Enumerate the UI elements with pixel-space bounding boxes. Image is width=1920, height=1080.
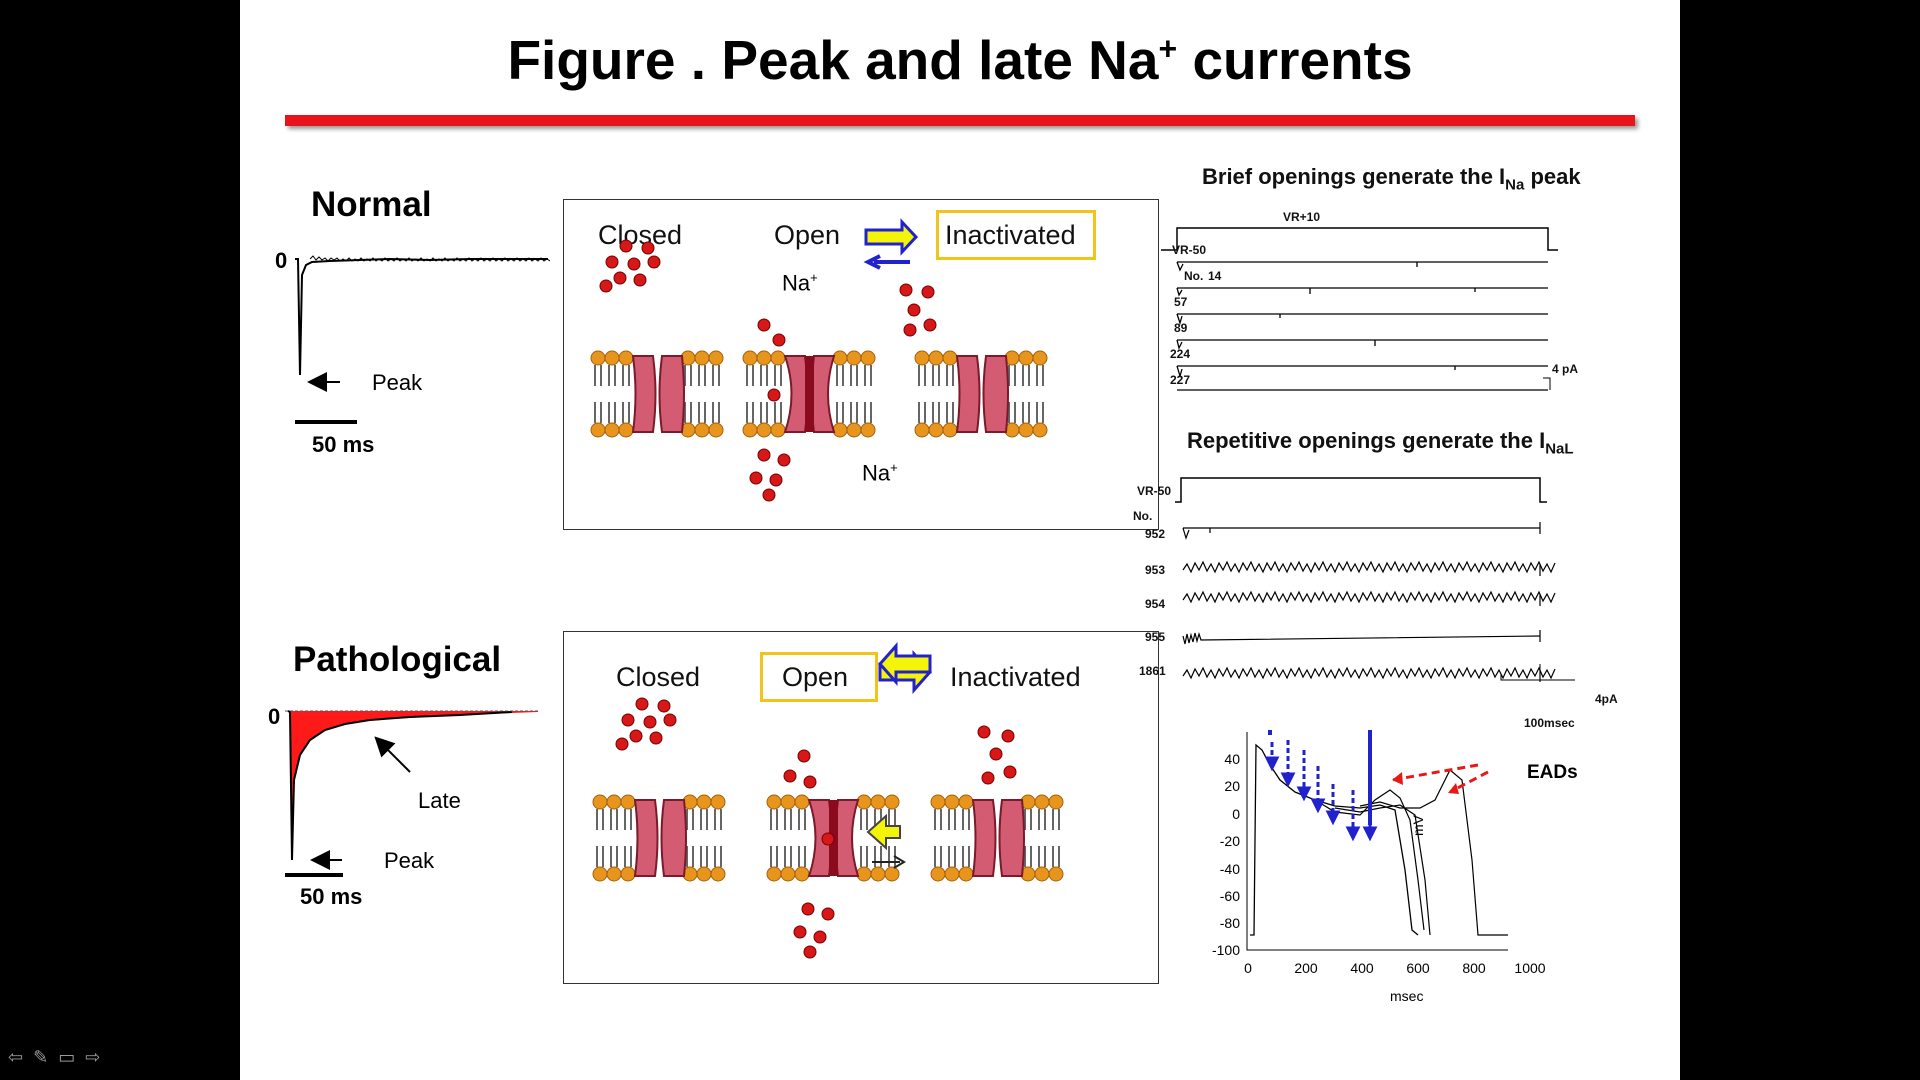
pen-icon[interactable]: ✎ <box>33 1047 59 1067</box>
normal-current-trace <box>295 255 550 424</box>
repetitive-scale-x-label: 100msec <box>1524 716 1575 730</box>
normal-peak-label: Peak <box>372 370 423 395</box>
closed-label-bottom: Closed <box>616 662 701 692</box>
brief-vr10-label: VR+10 <box>1283 210 1321 224</box>
brief-sweep-label: 57 <box>1174 295 1188 309</box>
repetitive-sweep-label: 953 <box>1145 563 1166 577</box>
brief-openings-traces <box>1161 227 1558 391</box>
open-label-bottom: Open <box>782 662 849 692</box>
action-potential-plot <box>1246 730 1508 951</box>
repetitive-no-label: No. <box>1133 509 1153 523</box>
brief-vr50-label: VR-50 <box>1172 243 1207 257</box>
repetitive-scale-y-label: 4pA <box>1595 692 1618 706</box>
channel-art-top <box>564 218 1158 502</box>
repetitive-openings-traces <box>1175 477 1575 682</box>
ap-ylabel-wrap: mV <box>1410 815 1426 836</box>
brief-sweep-label: 89 <box>1174 321 1188 335</box>
normal-label: Normal <box>311 185 432 224</box>
ap-ytick: 0 <box>1232 806 1240 822</box>
ap-ytick: 40 <box>1224 751 1240 767</box>
open-label: Open <box>774 220 841 250</box>
slide-title: Figure . Peak and late Na+ currents <box>507 29 1413 91</box>
pathological-peak-label: Peak <box>384 848 435 873</box>
na-bottom-label: Na+ <box>862 460 898 486</box>
ap-ytick: -100 <box>1211 942 1240 958</box>
title-underline <box>285 115 1635 126</box>
ap-ylabel: mV <box>1410 815 1426 836</box>
pathological-zero-label: 0 <box>268 704 281 729</box>
pathological-current-trace <box>285 710 538 877</box>
repetitive-sweep-label: 955 <box>1145 630 1166 644</box>
brief-openings-title: Brief openings generate the INa peak <box>1202 164 1581 194</box>
repetitive-sweep-label: 954 <box>1145 597 1166 611</box>
brief-no-label: No. <box>1184 269 1204 283</box>
na-top-label: Na+ <box>782 270 818 296</box>
ap-ytick: 20 <box>1224 778 1240 794</box>
next-arrow-icon[interactable]: ⇨ <box>85 1047 111 1067</box>
normal-scale-label: 50 ms <box>312 432 375 457</box>
ap-xtick: 200 <box>1294 960 1318 976</box>
ap-ytick: -80 <box>1219 915 1240 931</box>
repetitive-vr50-label: VR-50 <box>1137 484 1172 498</box>
brief-sweep-label: 227 <box>1170 373 1191 387</box>
ap-xtick: 1000 <box>1514 960 1546 976</box>
closed-label: Closed <box>598 220 683 250</box>
ap-ytick: -60 <box>1219 888 1240 904</box>
inactivated-highlight <box>936 210 1096 260</box>
ap-xtick: 0 <box>1244 960 1252 976</box>
brief-sweep-label: 14 <box>1208 269 1222 283</box>
pathological-label: Pathological <box>293 640 502 679</box>
slide: Figure . Peak and late Na+ currents Norm… <box>240 0 1680 1080</box>
brief-sweep-label: 224 <box>1170 347 1191 361</box>
ap-ytick: -20 <box>1219 833 1240 849</box>
channel-art-bottom <box>564 642 1158 959</box>
ap-ytick: -40 <box>1219 861 1240 877</box>
repetitive-openings-title: Repetitive openings generate the INaL <box>1187 428 1574 458</box>
pathological-late-label: Late <box>418 788 461 813</box>
normal-zero-label: 0 <box>275 248 288 273</box>
channel-states-pathological: Closed Open Inactivated <box>563 631 1159 984</box>
repetitive-sweep-label: 1861 <box>1139 664 1166 678</box>
open-highlight <box>760 652 878 702</box>
ap-xlabel: msec <box>1390 988 1424 1004</box>
pathological-scale-label: 50 ms <box>300 884 363 909</box>
prev-arrow-icon[interactable]: ⇦ <box>8 1047 34 1067</box>
inactivated-label-bottom: Inactivated <box>950 662 1081 692</box>
ap-xtick: 800 <box>1462 960 1486 976</box>
brief-scale-label: 4 pA <box>1552 362 1579 376</box>
ap-xtick: 600 <box>1406 960 1430 976</box>
slide-nav[interactable]: ⇦✎▭⇨ <box>8 1047 110 1068</box>
inactivated-label: Inactivated <box>945 220 1076 250</box>
eads-label: EADs <box>1527 762 1578 783</box>
ap-xtick: 400 <box>1350 960 1374 976</box>
repetitive-sweep-label: 952 <box>1145 527 1166 541</box>
slide-menu-icon[interactable]: ▭ <box>58 1047 86 1067</box>
channel-states-normal: Closed Open Inactivated Na+ Na+ <box>563 199 1159 530</box>
